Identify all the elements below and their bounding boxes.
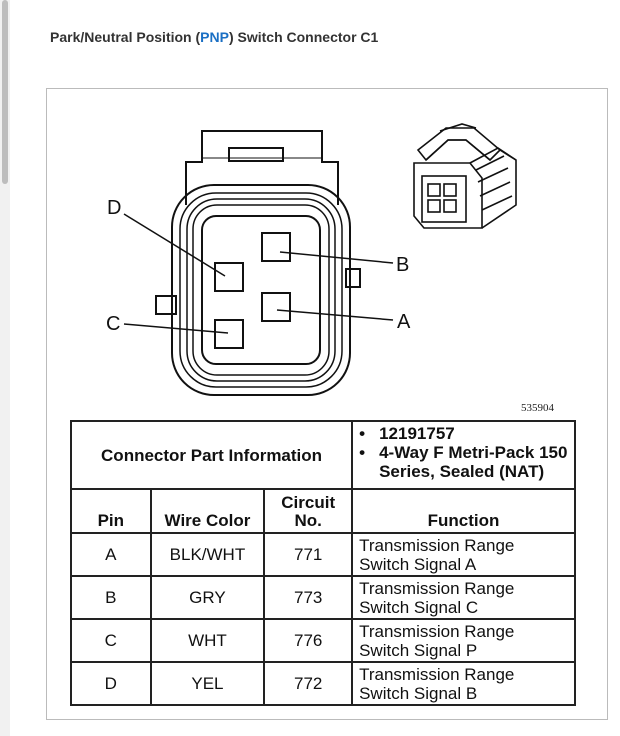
function-cell: Transmission Range Switch Signal B	[351, 661, 576, 706]
connector-info-values: •12191757 •4-Way F Metri-Pack 150 Series…	[351, 420, 576, 490]
leader-c	[123, 323, 229, 334]
info-bullet: •12191757	[359, 424, 455, 443]
title-suffix: ) Switch Connector C1	[228, 29, 379, 45]
page-scrollbar[interactable]	[0, 0, 10, 736]
pin-label-a: A	[397, 311, 411, 333]
info-bullet: •4-Way F Metri-Pack 150 Series, Sealed (…	[359, 443, 568, 481]
part-number-value: 12191757	[379, 424, 455, 443]
connector-outer-body	[171, 184, 351, 396]
function-cell: Transmission Range Switch Signal P	[351, 618, 576, 663]
circuit-cell: 776	[263, 618, 354, 663]
col-header-wire-color: Wire Color	[149, 488, 266, 534]
title-prefix: Park/Neutral Position (	[50, 29, 201, 45]
wire-color-cell: YEL	[149, 661, 266, 706]
col-header-pin: Pin	[70, 488, 152, 534]
circuit-cell: 772	[263, 661, 354, 706]
cavity-b	[261, 232, 291, 262]
diagram-part-number: 535904	[521, 402, 554, 414]
cavity-d	[214, 262, 244, 292]
scrollbar-thumb[interactable]	[2, 0, 8, 184]
table-row: A BLK/WHT 771 Transmission Range Switch …	[70, 532, 576, 577]
right-tab	[345, 268, 361, 288]
function-cell: Transmission Range Switch Signal A	[351, 532, 576, 577]
pin-cell: D	[70, 661, 152, 706]
wire-color-cell: BLK/WHT	[149, 532, 266, 577]
connector-latch	[185, 130, 339, 205]
latch-slot	[228, 147, 284, 162]
leader-a	[276, 309, 394, 321]
circuit-cell: 773	[263, 575, 354, 620]
connector-info-label: Connector Part Information	[69, 420, 354, 490]
circuit-cell: 771	[263, 532, 354, 577]
wire-color-cell: GRY	[149, 575, 266, 620]
pnp-link[interactable]: PNP	[200, 29, 229, 45]
table-row: C WHT 776 Transmission Range Switch Sign…	[70, 618, 576, 663]
pin-cell: A	[70, 532, 152, 577]
connector-inner-face	[201, 215, 321, 365]
col-header-function: Function	[351, 488, 576, 534]
table-row: B GRY 773 Transmission Range Switch Sign…	[70, 575, 576, 620]
pin-label-c: C	[106, 313, 120, 335]
connector-pin-table: Connector Part Information •12191757 •4-…	[69, 420, 576, 706]
leader-b	[279, 251, 394, 264]
pin-cell: C	[70, 618, 152, 663]
function-cell: Transmission Range Switch Signal C	[351, 575, 576, 620]
connector-perspective-icon	[413, 123, 517, 229]
col-header-circuit: Circuit No.	[263, 488, 354, 534]
connector-type-value: 4-Way F Metri-Pack 150 Series, Sealed (N…	[379, 443, 568, 481]
pin-label-b: B	[396, 254, 409, 276]
left-tab	[155, 295, 177, 315]
pin-cell: B	[70, 575, 152, 620]
page-title: Park/Neutral Position (PNP) Switch Conne…	[50, 29, 378, 45]
leader-d	[123, 213, 226, 277]
table-row: D YEL 772 Transmission Range Switch Sign…	[70, 661, 576, 706]
wire-color-cell: WHT	[149, 618, 266, 663]
cavity-c	[214, 319, 244, 349]
cavity-a	[261, 292, 291, 322]
pin-label-d: D	[107, 197, 121, 219]
info-row: Connector Part Information •12191757 •4-…	[69, 420, 576, 490]
header-row: Pin Wire Color Circuit No. Function	[70, 488, 576, 534]
